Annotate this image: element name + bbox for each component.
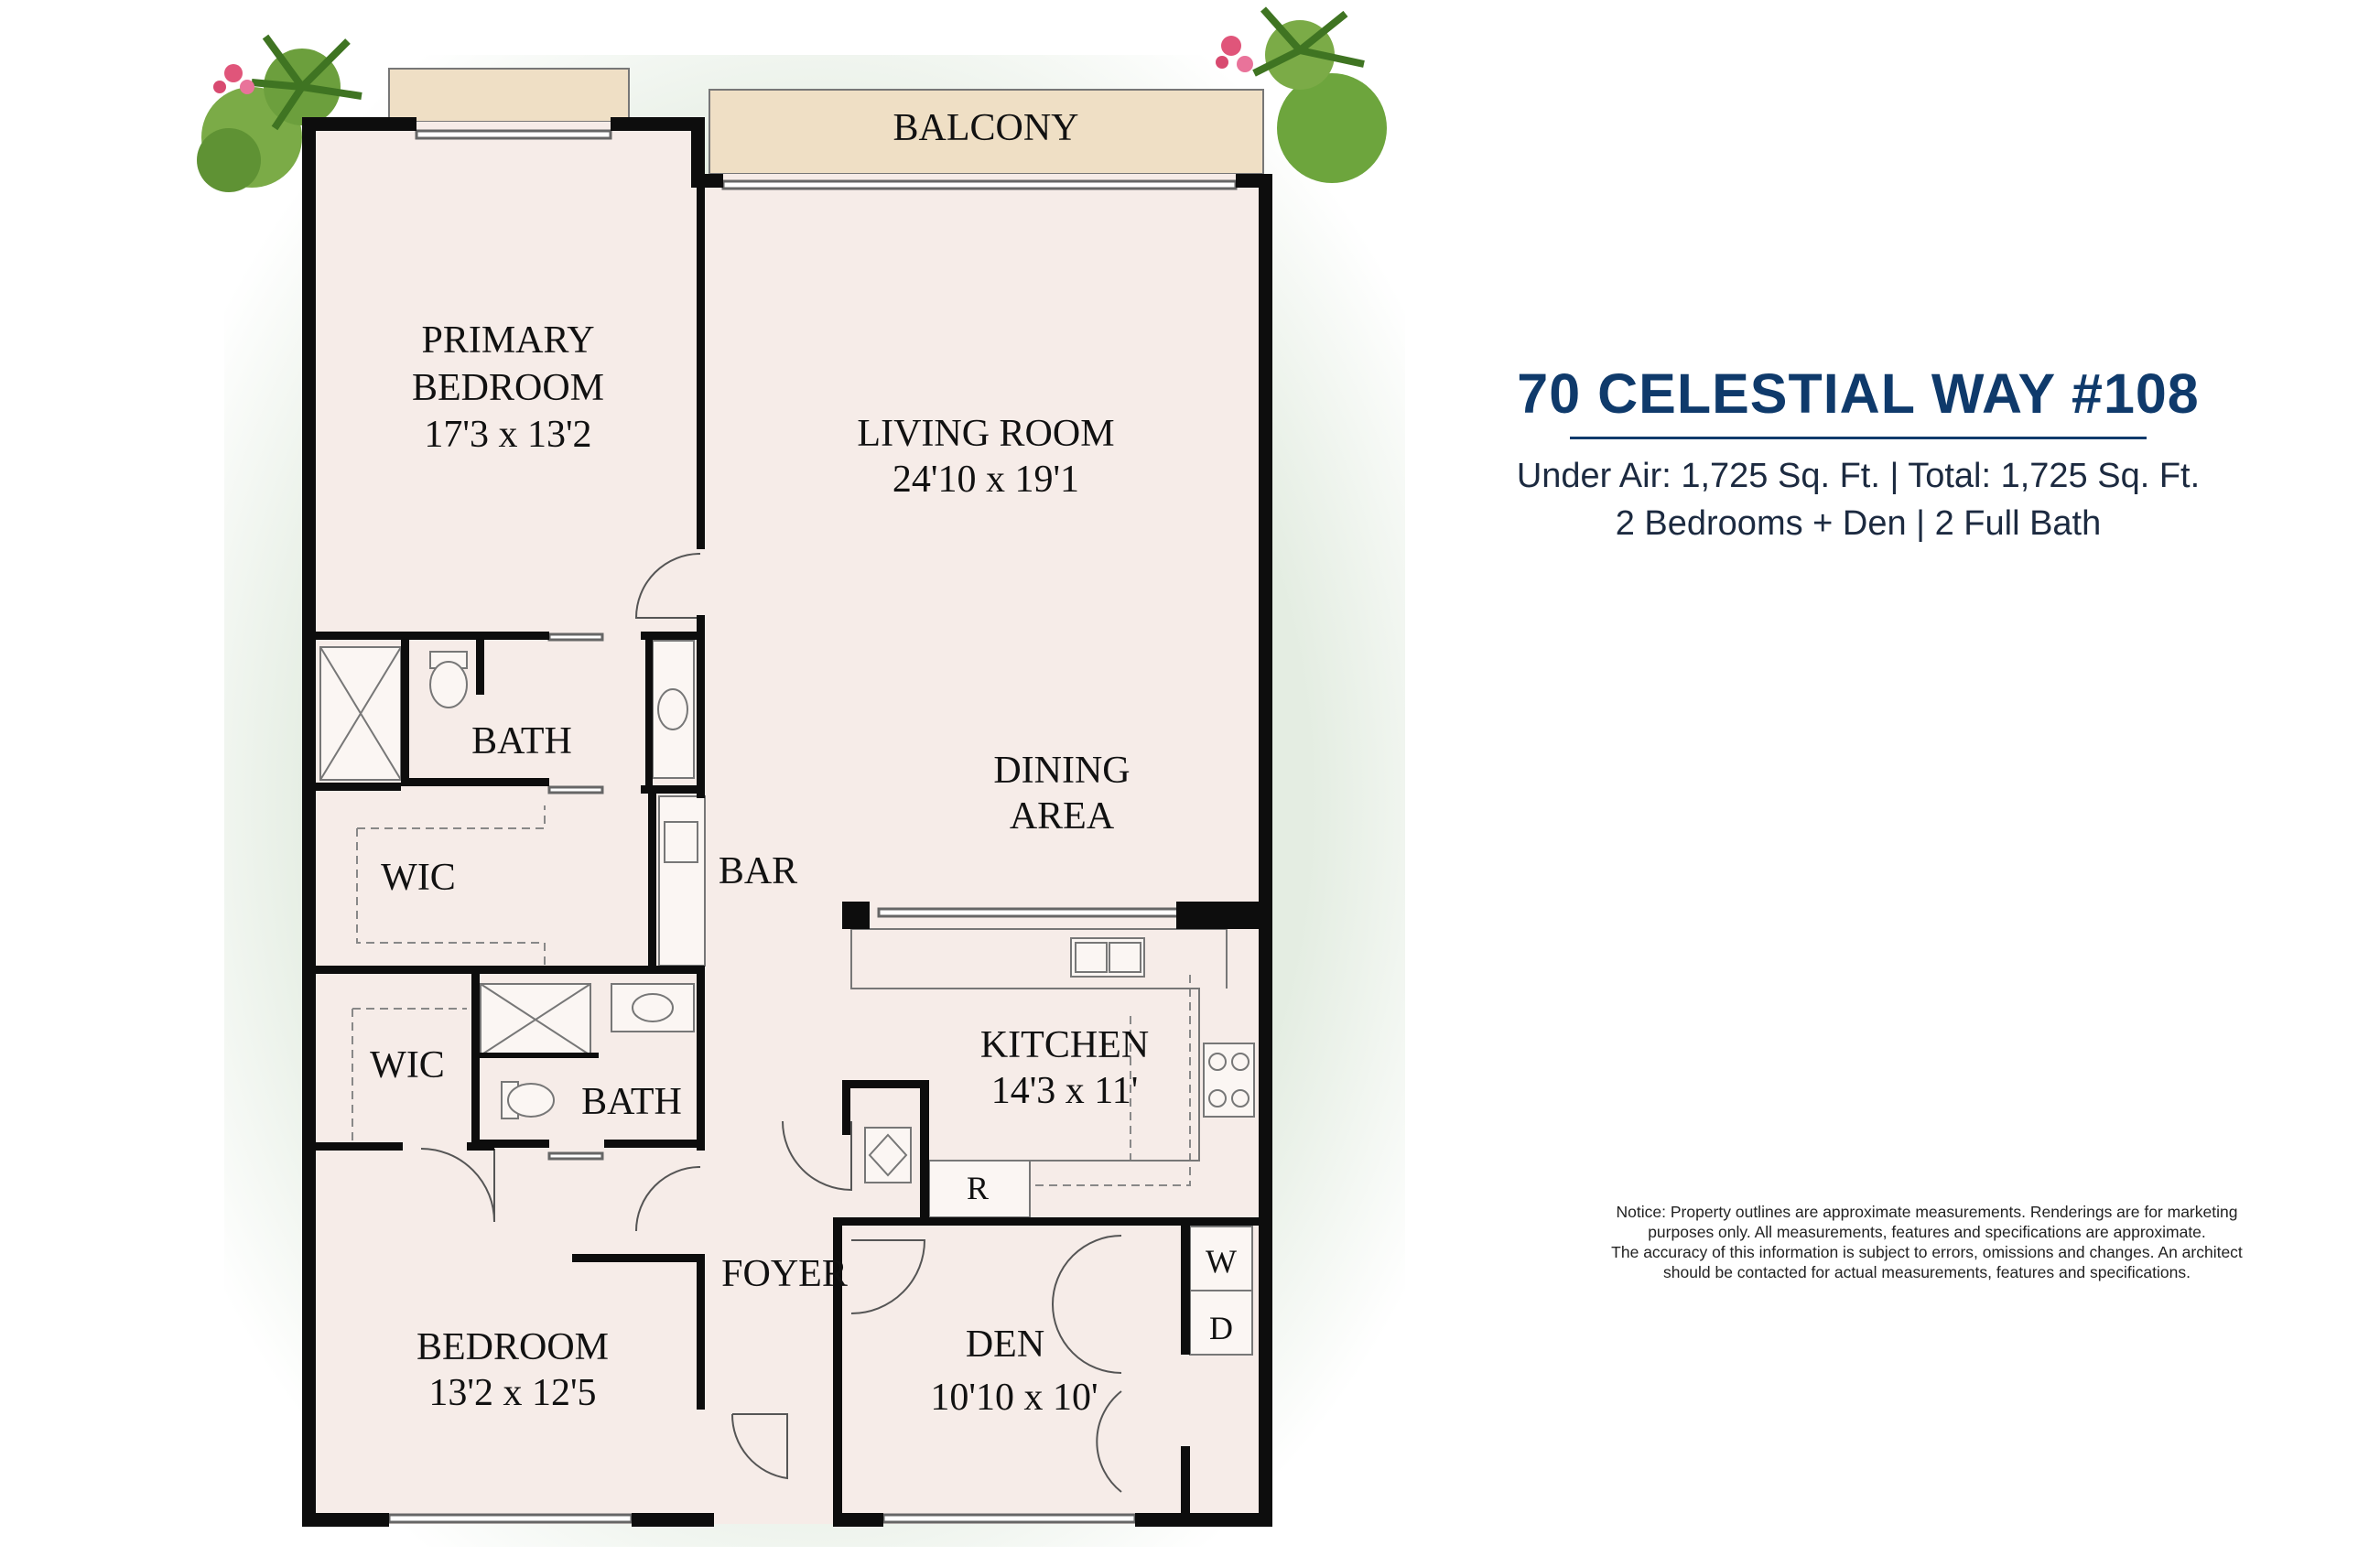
primary-wic-label: WIC [381, 857, 456, 899]
living-room-label: LIVING ROOM [857, 413, 1114, 455]
property-info: 70 CELESTIAL WAY #108 Under Air: 1,725 S… [1465, 362, 2252, 547]
title-underline [1570, 437, 2147, 439]
bedroom-label: BEDROOM [416, 1326, 609, 1368]
notice-line-2: purposes only. All measurements, feature… [1648, 1223, 2206, 1241]
second-wic-label: WIC [370, 1044, 445, 1086]
area-summary: Under Air: 1,725 Sq. Ft. | Total: 1,725 … [1516, 457, 2201, 495]
living-room-dims: 24'10 x 19'1 [892, 459, 1079, 501]
palm-tree-flowers-icon [197, 34, 362, 192]
notice-line-4: should be contacted for actual measureme… [1663, 1263, 2191, 1281]
primary-bath-label: BATH [471, 720, 572, 762]
dining-area-label-line2: AREA [1010, 795, 1115, 837]
primary-bedroom-label-line1: PRIMARY [421, 319, 594, 362]
disclaimer-notice: Notice: Property outlines are approximat… [1570, 1202, 2284, 1282]
kitchen-label: KITCHEN [980, 1024, 1149, 1066]
bedroom-dims: 13'2 x 12'5 [428, 1372, 596, 1414]
dining-area-label-line1: DINING [993, 750, 1130, 792]
rooms-summary: 2 Bedrooms + Den | 2 Full Bath [1615, 504, 2102, 543]
notice-line-1: Notice: Property outlines are approximat… [1616, 1203, 2238, 1221]
notice-line-3: The accuracy of this information is subj… [1611, 1243, 2243, 1261]
floor-plan: BALCONY PRIMARY BEDROOM 17'3 x 13'2 LIVI… [197, 6, 1405, 1547]
kitchen-dims: 14'3 x 11' [991, 1070, 1139, 1112]
balcony-label: BALCONY [892, 107, 1078, 149]
palm-tree-shrub-icon [1216, 6, 1387, 183]
property-title: 70 CELESTIAL WAY #108 [1517, 362, 2200, 425]
walls [302, 117, 1272, 1527]
primary-bedroom-label-line2: BEDROOM [412, 367, 604, 409]
interior-dashed-lines [352, 805, 1191, 1186]
foyer-label: FOYER [721, 1253, 848, 1295]
bar-label: BAR [719, 850, 797, 892]
floor-area [307, 122, 1263, 1524]
fixtures [319, 640, 1255, 1356]
primary-bedroom-dims: 17'3 x 13'2 [424, 414, 591, 456]
second-bath-label: BATH [581, 1081, 682, 1123]
dryer-label: D [1209, 1310, 1233, 1346]
den-label: DEN [966, 1324, 1044, 1366]
primary-balcony [388, 68, 630, 123]
refrigerator-label: R [967, 1170, 989, 1206]
washer-label: W [1206, 1243, 1237, 1280]
den-dims: 10'10 x 10' [930, 1377, 1098, 1419]
balcony-area [709, 89, 1264, 175]
door-swings [420, 553, 1122, 1493]
